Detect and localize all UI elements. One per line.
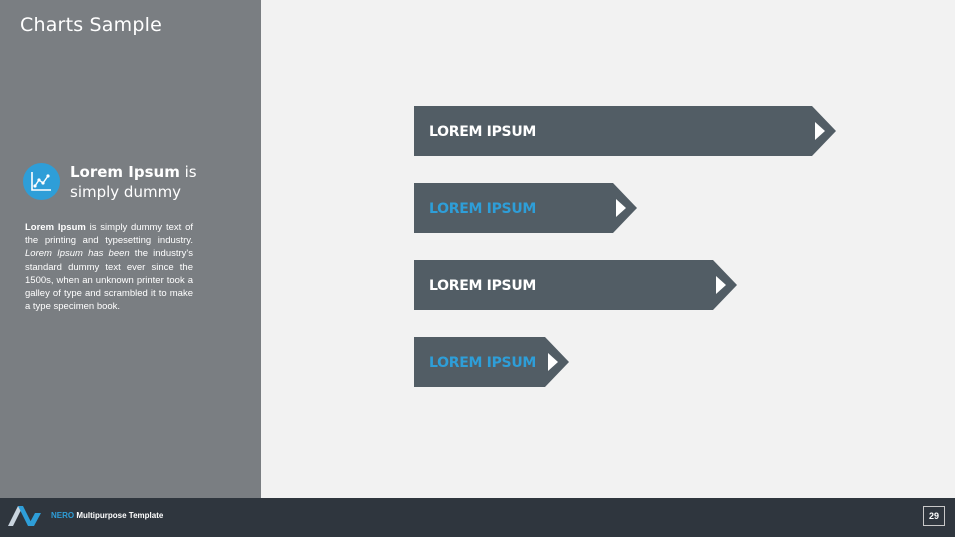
chart-bar-shape (414, 337, 569, 387)
sidebar-paragraph: Lorem Ipsum is simply dummy text of the … (25, 221, 193, 313)
arrow-head-icon (716, 276, 726, 294)
brand-rest: Multipurpose Template (74, 511, 164, 520)
chart-bar-2: LOREM IPSUM (414, 183, 637, 233)
chart-bar-4: LOREM IPSUM (414, 337, 569, 387)
chart-bar-label: LOREM IPSUM (429, 278, 536, 294)
footer-brand: NERO Multipurpose Template (51, 511, 163, 520)
slide-title: Charts Sample (20, 14, 162, 36)
chart-bar-label: LOREM IPSUM (429, 201, 536, 217)
arrow-head-icon (815, 122, 825, 140)
sidebar-heading-bold: Lorem Ipsum (70, 163, 180, 181)
main-canvas (261, 0, 955, 498)
chart-bar-3: LOREM IPSUM (414, 260, 737, 310)
sidebar-panel: Charts Sample Lorem Ipsum is simply dumm… (0, 0, 261, 498)
sidebar-heading-rest: is simply dummy (70, 163, 197, 201)
chart-bar-1: LOREM IPSUM (414, 106, 836, 156)
para-text-2: the industry's standard dummy text ever … (25, 248, 193, 313)
sidebar-heading: Lorem Ipsum is simply dummy (70, 162, 250, 202)
chart-bar-label: LOREM IPSUM (429, 355, 536, 371)
footer-bar: NERO Multipurpose Template 29 (0, 498, 955, 537)
nero-logo-icon (8, 506, 41, 526)
chart-bar-shape (414, 183, 637, 233)
page-number: 29 (923, 506, 945, 526)
arrow-head-icon (548, 353, 558, 371)
line-chart-icon (23, 163, 60, 200)
para-italic: Lorem Ipsum has been (25, 248, 130, 260)
para-text-1: is simply dummy text of the printing and… (25, 222, 194, 247)
brand-accent: NERO (51, 511, 75, 520)
chart-bar-label: LOREM IPSUM (429, 124, 536, 140)
arrow-head-icon (616, 199, 626, 217)
chart-bar-shape (414, 106, 836, 156)
chart-bar-shape (414, 260, 737, 310)
para-bold: Lorem Ipsum (25, 222, 86, 233)
arrow-bar-chart: LOREM IPSUM LOREM IPSUM LOREM IPSUM LOREM I… (414, 106, 836, 387)
